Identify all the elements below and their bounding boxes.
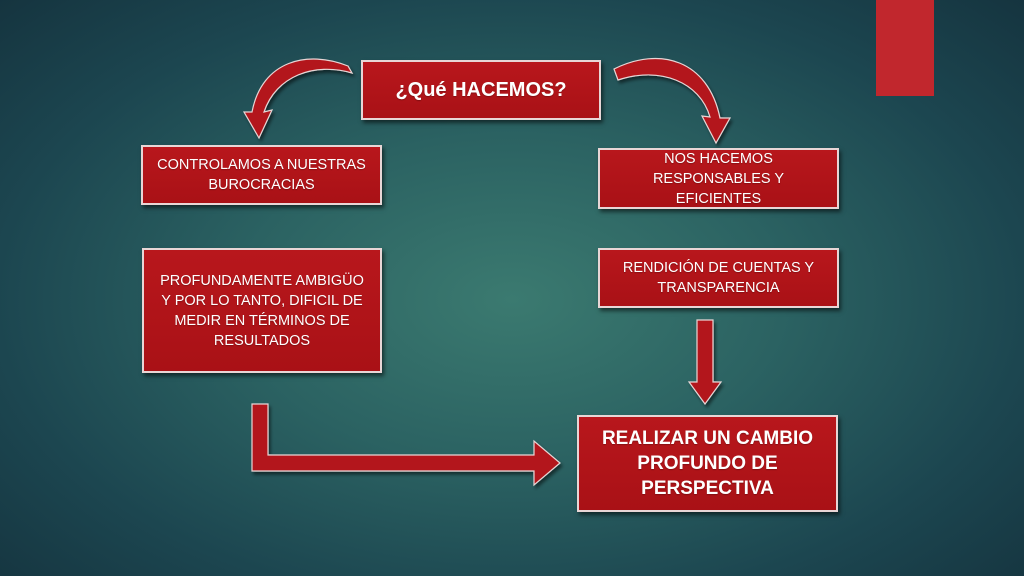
box-rendicion-text: RENDICIÓN DE CUENTAS Y TRANSPARENCIA xyxy=(622,260,815,296)
corner-accent-tab xyxy=(876,0,934,96)
down-arrow xyxy=(687,319,723,406)
title-box: ¿Qué HACEMOS? xyxy=(361,60,601,120)
result-text: REALIZAR UN CAMBIO PROFUNDO DE PERSPECTI… xyxy=(601,428,814,499)
box-responsables-text: NOS HACEMOS RESPONSABLES Y EFICIENTES xyxy=(652,150,785,207)
curved-arrow-left xyxy=(242,58,354,140)
title-text: ¿Qué HACEMOS? xyxy=(395,79,567,101)
box-controlamos-text: CONTROLAMOS A NUESTRAS BUROCRACIAS xyxy=(157,157,366,193)
box-ambiguo: PROFUNDAMENTE AMBIGÜO Y POR LO TANTO, DI… xyxy=(142,248,382,373)
curved-arrow-right xyxy=(613,57,732,145)
box-rendicion: RENDICIÓN DE CUENTAS Y TRANSPARENCIA xyxy=(598,248,839,308)
box-ambiguo-text: PROFUNDAMENTE AMBIGÜO Y POR LO TANTO, DI… xyxy=(160,272,364,349)
elbow-arrow xyxy=(251,403,561,487)
box-controlamos: CONTROLAMOS A NUESTRAS BUROCRACIAS xyxy=(141,145,382,205)
result-box: REALIZAR UN CAMBIO PROFUNDO DE PERSPECTI… xyxy=(577,415,838,512)
box-responsables: NOS HACEMOS RESPONSABLES Y EFICIENTES xyxy=(598,148,839,209)
